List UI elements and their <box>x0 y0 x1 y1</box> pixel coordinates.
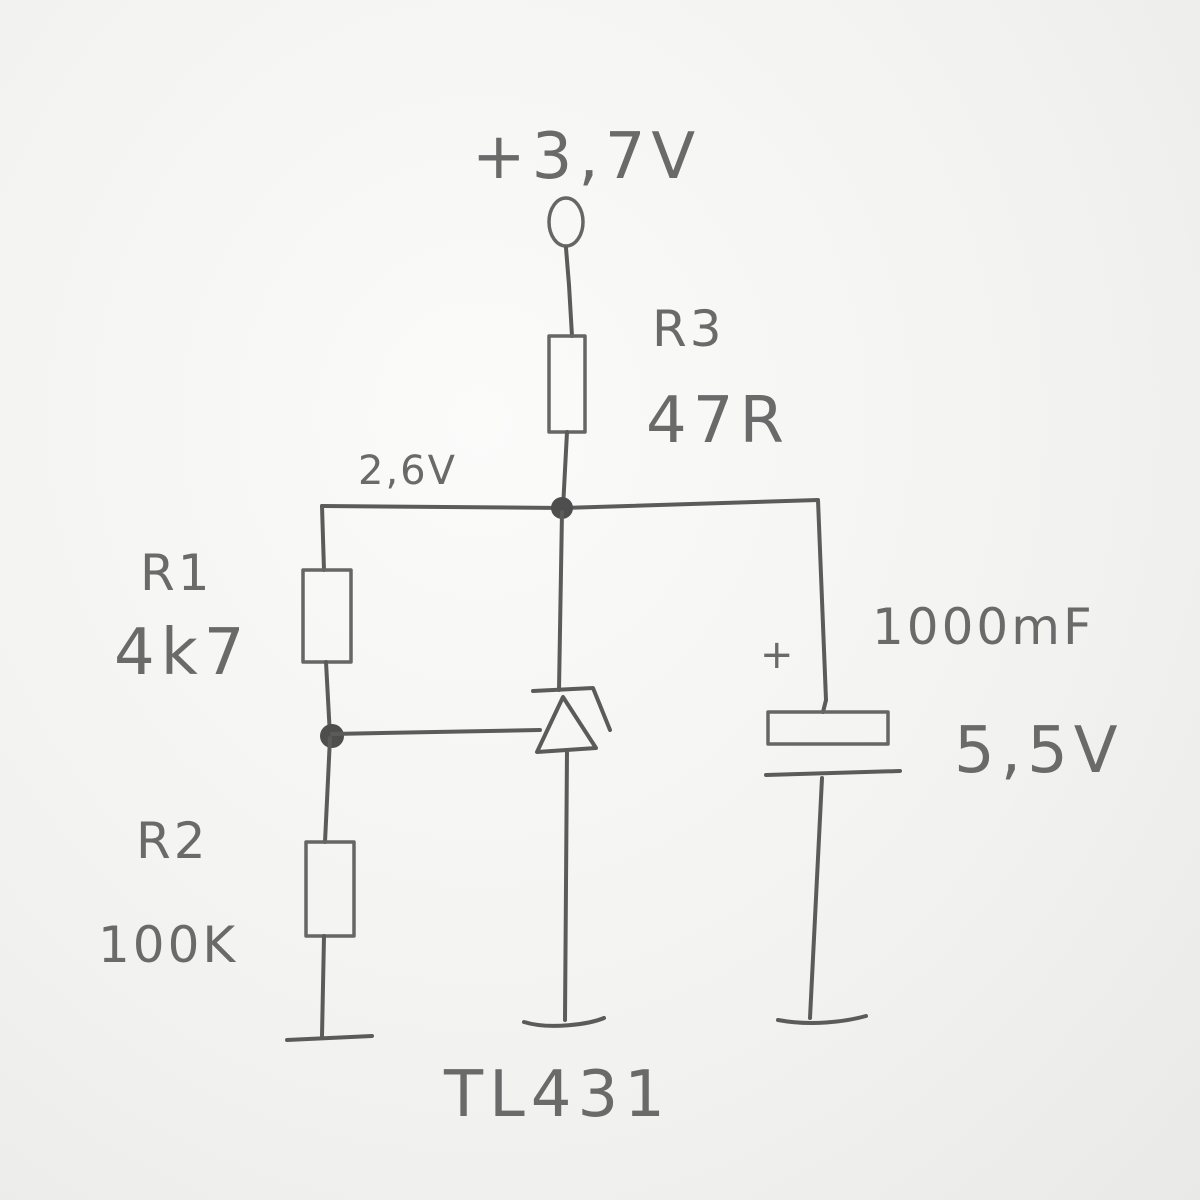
supply-terminal <box>547 196 585 248</box>
wire-r2-to-ground <box>320 934 326 1038</box>
wire-supply-to-r3 <box>564 246 574 338</box>
node-voltage-label: 2,6V <box>358 448 457 494</box>
capacitor-plus-label: + <box>760 632 796 678</box>
wire-rail-to-capacitor <box>821 698 828 714</box>
wire-r3-to-node <box>561 430 569 510</box>
ground-middle <box>522 1016 606 1028</box>
tl431-cathode-bar <box>531 686 612 732</box>
wire-node-to-tl431 <box>557 510 564 692</box>
r2-value-label: 100K <box>98 916 238 974</box>
tl431-label: TL431 <box>443 1058 671 1132</box>
wire-divider-to-r2 <box>323 736 332 844</box>
r1-value-label: 4k7 <box>114 616 251 690</box>
resistor-r3 <box>547 334 587 434</box>
ground-right <box>776 1014 868 1025</box>
r1-name-label: R1 <box>140 544 213 602</box>
r3-name-label: R3 <box>652 300 725 358</box>
wire-rail-to-r1 <box>320 504 326 572</box>
ground-left <box>285 1034 374 1042</box>
resistor-r1 <box>301 568 353 664</box>
junction-top <box>551 497 573 519</box>
wire-r1-to-divider <box>324 660 332 738</box>
capacitor-negative-plate <box>764 769 902 777</box>
supply-voltage-label: +3,7V <box>472 120 701 194</box>
wire-tl431-to-ground <box>563 748 569 1022</box>
capacitor-positive-plate <box>766 710 890 746</box>
wire-capacitor-to-ground <box>808 776 824 1020</box>
capacitor-rating-label: 5,5V <box>954 714 1124 788</box>
r3-value-label: 47R <box>646 384 790 458</box>
top-rail-wire <box>320 498 828 702</box>
r2-name-label: R2 <box>136 812 209 870</box>
resistor-r2 <box>304 840 356 938</box>
capacitor-value-label: 1000mF <box>872 598 1095 656</box>
wire-ref-to-tl431 <box>330 728 542 736</box>
tl431-triangle <box>535 695 598 754</box>
